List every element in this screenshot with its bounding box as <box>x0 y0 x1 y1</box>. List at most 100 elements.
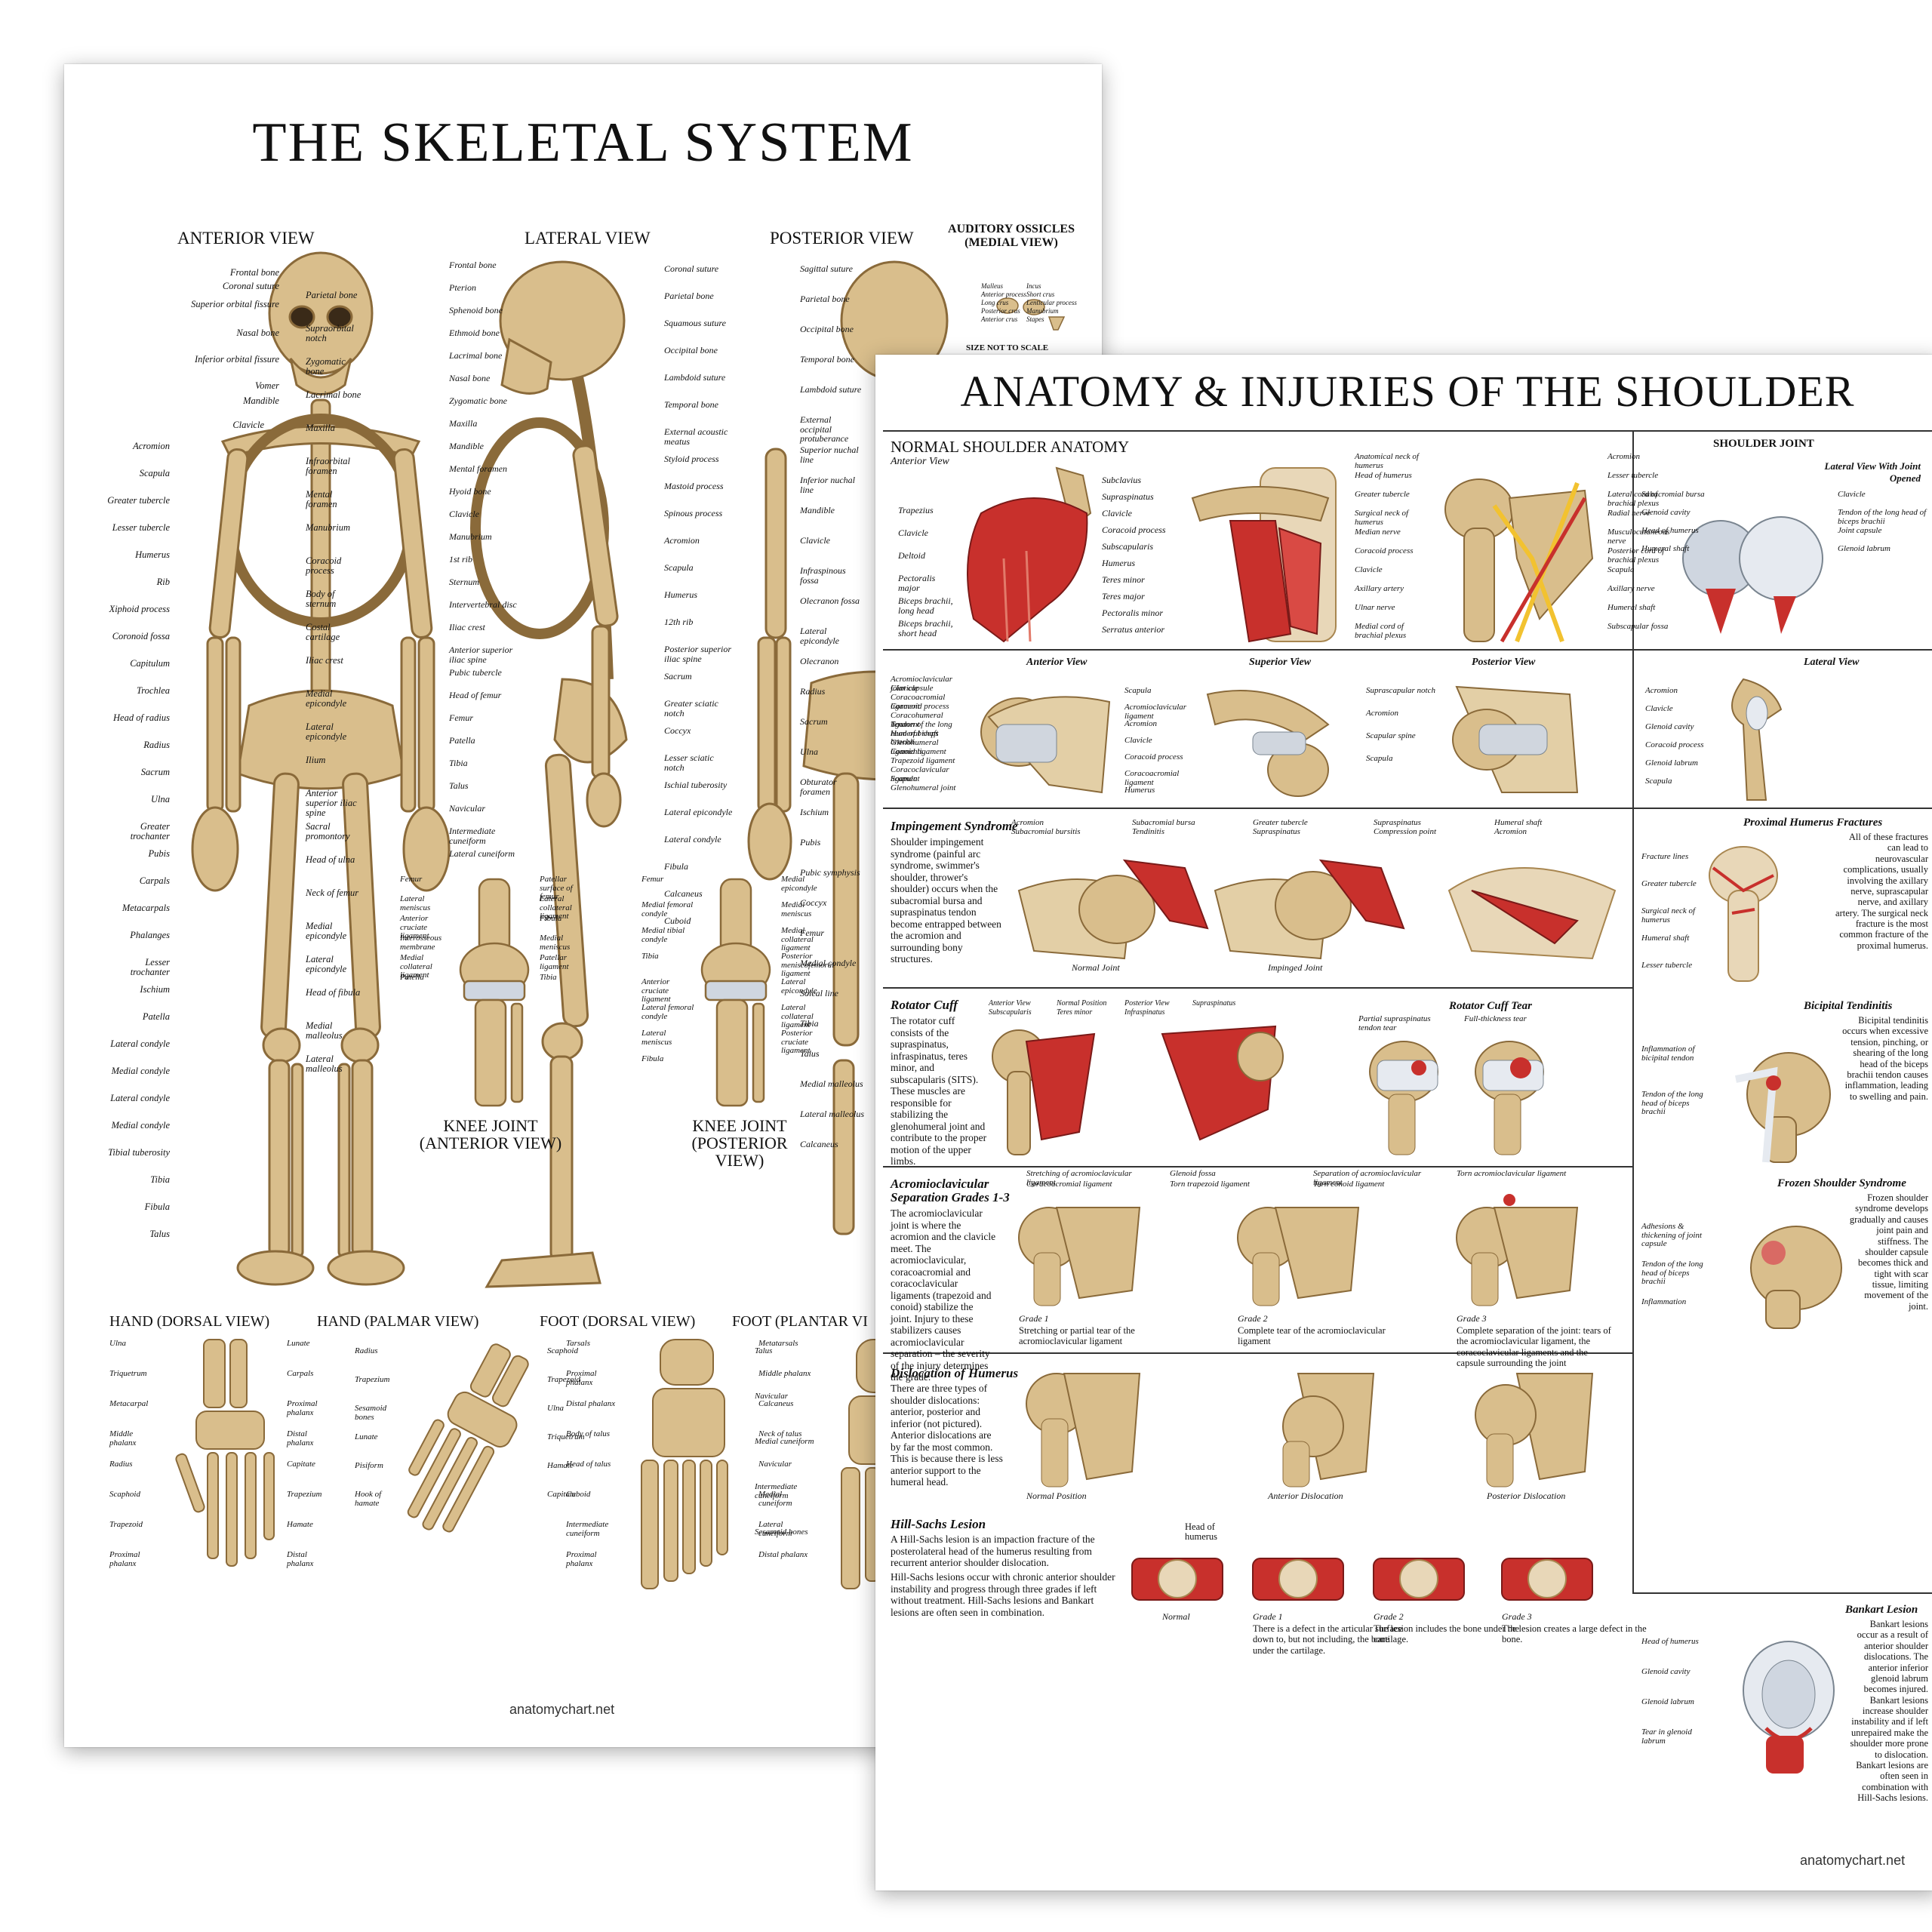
label: Middle phalanx <box>758 1369 811 1378</box>
dislocation-normal-illustration <box>1026 1373 1141 1487</box>
label: Long crus <box>981 299 1009 306</box>
label: Anterior superior iliac spine <box>306 788 357 819</box>
label: Proximal phalanx <box>287 1399 318 1417</box>
label: Trapezoid <box>547 1375 581 1384</box>
foot-dorsal-label: FOOT (DORSAL VIEW) <box>540 1313 696 1330</box>
rotator-cuff-text: The rotator cuff consists of the suprasp… <box>891 1015 987 1168</box>
label: Olecranon fossa <box>800 595 860 606</box>
label: Frontal bone <box>229 267 279 278</box>
label: Sacrum <box>664 671 692 681</box>
label: Fibula <box>641 1054 664 1063</box>
label: Medial meniscus <box>540 934 571 952</box>
label: Lacrimal bone <box>306 389 361 400</box>
label: Medial cord of brachial plexus <box>1355 622 1407 640</box>
label: Lateral epicondyle <box>306 721 347 743</box>
label: Fibula <box>540 914 562 923</box>
label: Acromioclavicular ligament <box>1124 703 1187 721</box>
label: Clavicle <box>232 420 264 430</box>
label: Torn trapezoid ligament <box>1170 1180 1250 1189</box>
label: Median nerve <box>1355 528 1401 537</box>
label: Humeral shaft <box>1607 603 1656 612</box>
label: Carpals <box>287 1369 314 1378</box>
label: Coracoid process <box>1124 752 1183 761</box>
label: Musculocutaneous nerve <box>1607 528 1670 546</box>
label: Humeral shaft <box>891 729 939 738</box>
label: Navicular <box>758 1460 792 1469</box>
label: Medial malleolus <box>800 1078 863 1089</box>
posterior-skeleton-illustration <box>747 260 949 1235</box>
divider <box>1632 808 1932 809</box>
label: Capitate <box>287 1460 315 1469</box>
bicipital-text: Bicipital tendinitis occurs when excessi… <box>1842 1015 1928 1102</box>
label: Lateral condyle <box>110 1038 170 1049</box>
rotator-anterior-illustration <box>992 1029 1096 1155</box>
label: Clavicle <box>1645 704 1673 713</box>
label: Patella <box>400 973 424 982</box>
label: Lunate <box>287 1339 310 1348</box>
divider <box>1632 649 1932 651</box>
label: Anterior cruciate ligament <box>641 977 671 1004</box>
label: Torn acromioclavicular ligament <box>1457 1169 1567 1178</box>
ligament-posterior-illustration <box>1452 685 1579 793</box>
label: Compression point <box>1374 827 1437 836</box>
label: Coracoid process <box>1355 546 1414 555</box>
label: Intervertebral disc <box>449 599 517 610</box>
label: Tendon of the long head of biceps brachi… <box>1641 1090 1703 1117</box>
label: Ulna <box>151 794 170 804</box>
label: Distal phalanx <box>566 1399 616 1408</box>
label: Inferior orbital fissure <box>194 354 279 365</box>
frozen-text: Frozen shoulder syndrome develops gradua… <box>1849 1192 1928 1312</box>
label: Pectoralis minor <box>1102 608 1163 618</box>
impingement-caption: Normal Joint <box>1072 962 1120 973</box>
label: Acromion <box>1124 719 1157 728</box>
label: Temporal bone <box>664 399 718 410</box>
label: Mandible <box>800 505 835 515</box>
label: Calcaneus <box>758 1399 794 1408</box>
lateral-view-heading: Lateral View <box>1804 657 1860 668</box>
ac-grade-3-illustration <box>1456 1194 1579 1306</box>
label: Greater tubercle <box>107 495 170 506</box>
label: Stapes <box>1026 315 1044 323</box>
label: Supraorbital notch <box>306 323 354 344</box>
label: Subacromial bursitis <box>1011 827 1081 836</box>
label: Patellar ligament <box>540 953 569 971</box>
label: Lateral epicondyle <box>800 626 839 646</box>
label: Ilium <box>306 755 326 765</box>
label: Frontal bone <box>449 260 497 270</box>
grade-name: Grade 1 <box>1253 1611 1283 1622</box>
foot-dorsal-illustration <box>641 1339 728 1589</box>
grade-name: Grade 3 <box>1502 1611 1532 1622</box>
label: Xiphoid process <box>109 604 170 614</box>
label: Head of talus <box>566 1460 611 1469</box>
label: Intermediate cuneiform <box>449 826 496 846</box>
label: Maxilla <box>306 423 335 433</box>
label: Nasal bone <box>236 328 279 338</box>
knee-posterior-illustration <box>700 878 771 1107</box>
grade-text: There is a defect in the articular surfa… <box>1253 1623 1403 1656</box>
label: External occipital protuberance <box>800 414 849 445</box>
anterior-skeleton-illustration <box>191 251 451 1286</box>
dislocation-caption: Normal Position <box>1026 1491 1087 1501</box>
label: Coronoid fossa <box>112 631 170 641</box>
label: Femur <box>449 712 473 723</box>
dislocation-text: There are three types of shoulder disloc… <box>891 1383 1003 1488</box>
label: Clavicle <box>1124 736 1152 745</box>
label: Full-thickness tear <box>1464 1014 1527 1023</box>
label: Coracoid process <box>1645 740 1704 749</box>
label: Head of femur <box>449 690 502 700</box>
label: Scapular spine <box>1366 731 1416 740</box>
hillsachs-text-1: A Hill-Sachs lesion is an impaction frac… <box>891 1534 1095 1569</box>
label: Spinous process <box>664 508 723 518</box>
label: Proximal phalanx <box>566 1369 597 1387</box>
label: Anterior View <box>989 999 1031 1008</box>
label: Sphenoid bone <box>449 305 503 315</box>
label: Metatarsals <box>758 1339 798 1348</box>
ac-grade-1-illustration <box>1018 1207 1141 1306</box>
label: Squamous suture <box>664 318 726 328</box>
dislocation-caption: Anterior Dislocation <box>1268 1491 1343 1501</box>
label: Lateral condyle <box>664 834 721 844</box>
label: Iliac crest <box>449 622 485 632</box>
label: Cuboid <box>566 1490 591 1499</box>
grade-name: Grade 2 <box>1374 1611 1404 1622</box>
label: Radius <box>109 1460 133 1469</box>
